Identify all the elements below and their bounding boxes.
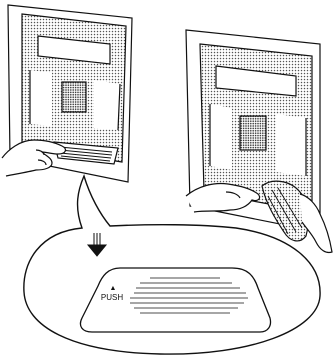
right-chute (240, 116, 266, 150)
right-pillar-left (210, 104, 232, 170)
left-pillar-left (30, 70, 52, 126)
push-label: PUSH (101, 293, 123, 302)
right-dispenser-panel (186, 30, 332, 253)
left-pillar-right (94, 80, 120, 130)
left-dispenser-panel (2, 5, 132, 182)
push-arrow-glyph: ▲ (110, 285, 117, 292)
right-pillar-right (276, 114, 306, 176)
left-chute (62, 82, 86, 112)
